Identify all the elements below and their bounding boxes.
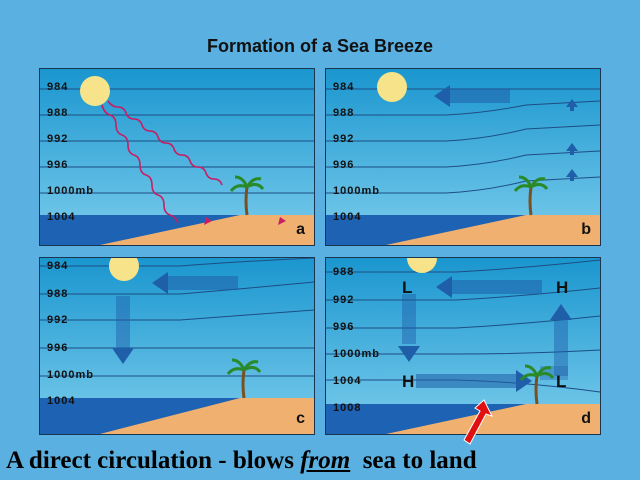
low-pressure-label: L [402,278,413,297]
isobar-label: 984 [333,81,355,93]
sand [100,215,314,245]
isobar-label: 992 [47,133,69,145]
high-pressure-label: H [556,278,569,297]
panel-c-scene [40,258,314,434]
isobar-label: 1004 [333,211,362,223]
sun-icon [377,72,407,102]
page-title: Formation of a Sea Breeze [206,36,434,56]
isobar-label: 1000mb [333,185,380,197]
isobar-label: 996 [333,159,355,171]
low-pressure-label: L [556,372,567,391]
isobar-label: 992 [333,133,355,145]
panel-d-scene [326,258,600,434]
isobar-label: 988 [333,266,355,278]
isobar-label: 1000mb [47,369,94,381]
circulation-loop [398,276,572,392]
panel-c: 984 988 992 996 1000mb 1004 c [39,257,315,435]
palm-tree-icon [229,175,265,216]
caption-before: A direct circulation - blows [6,447,301,474]
panel-b-scene [326,72,600,245]
isobar-label: 988 [47,107,69,119]
panel-a: 984 988 992 996 1000mb 1004 a [39,68,315,246]
panel-a-scene [40,76,314,245]
isobar-label: 1000mb [333,348,380,360]
panel-d: 988 992 996 1000mb 1004 1008 L H H L d [325,257,601,435]
sun-icon [407,258,437,273]
isobar-label: 992 [47,314,69,326]
sun-icon [109,258,139,281]
caption-emphasis: from [300,447,351,474]
isobar-label: 988 [47,288,69,300]
isobar-label: 988 [333,107,355,119]
sand [386,215,600,245]
isobar-label: 1008 [333,402,362,414]
isobar-label: 984 [47,260,69,272]
isobar-label: 996 [333,321,355,333]
flow-arrow-down [112,296,134,364]
ray-arrowhead [204,217,212,225]
caption-after: sea to land [350,447,477,474]
panel-b: 984 988 992 996 1000mb 1004 b [325,68,601,246]
isobar-label: 996 [47,342,69,354]
sun-rays [101,100,223,224]
isobar-label: 1004 [47,211,76,223]
flow-arrow-left [434,85,510,107]
palm-tree-icon [513,175,549,216]
isobar-label: 984 [47,81,69,93]
sun-icon [80,76,110,106]
panel-letter: d [581,410,591,427]
rising-arrows [566,99,578,181]
sand [386,404,600,434]
high-pressure-label: H [402,372,415,391]
isobar-label: 992 [333,294,355,306]
isobar-label: 1004 [333,375,362,387]
isobar-label: 1004 [47,395,76,407]
sand [100,398,314,434]
flow-arrow-left [152,272,238,294]
pointer-arrow-icon [463,399,493,445]
panel-letter: b [581,221,591,238]
ray-arrowhead [278,217,286,225]
isobar-label: 1000mb [47,185,94,197]
palm-tree-icon [226,358,262,399]
palm-tree-icon [519,364,555,405]
caption: A direct circulation - blows from sea to… [6,447,477,475]
isobar-label: 996 [47,159,69,171]
panel-letter: c [296,410,305,427]
panel-letter: a [296,221,305,238]
